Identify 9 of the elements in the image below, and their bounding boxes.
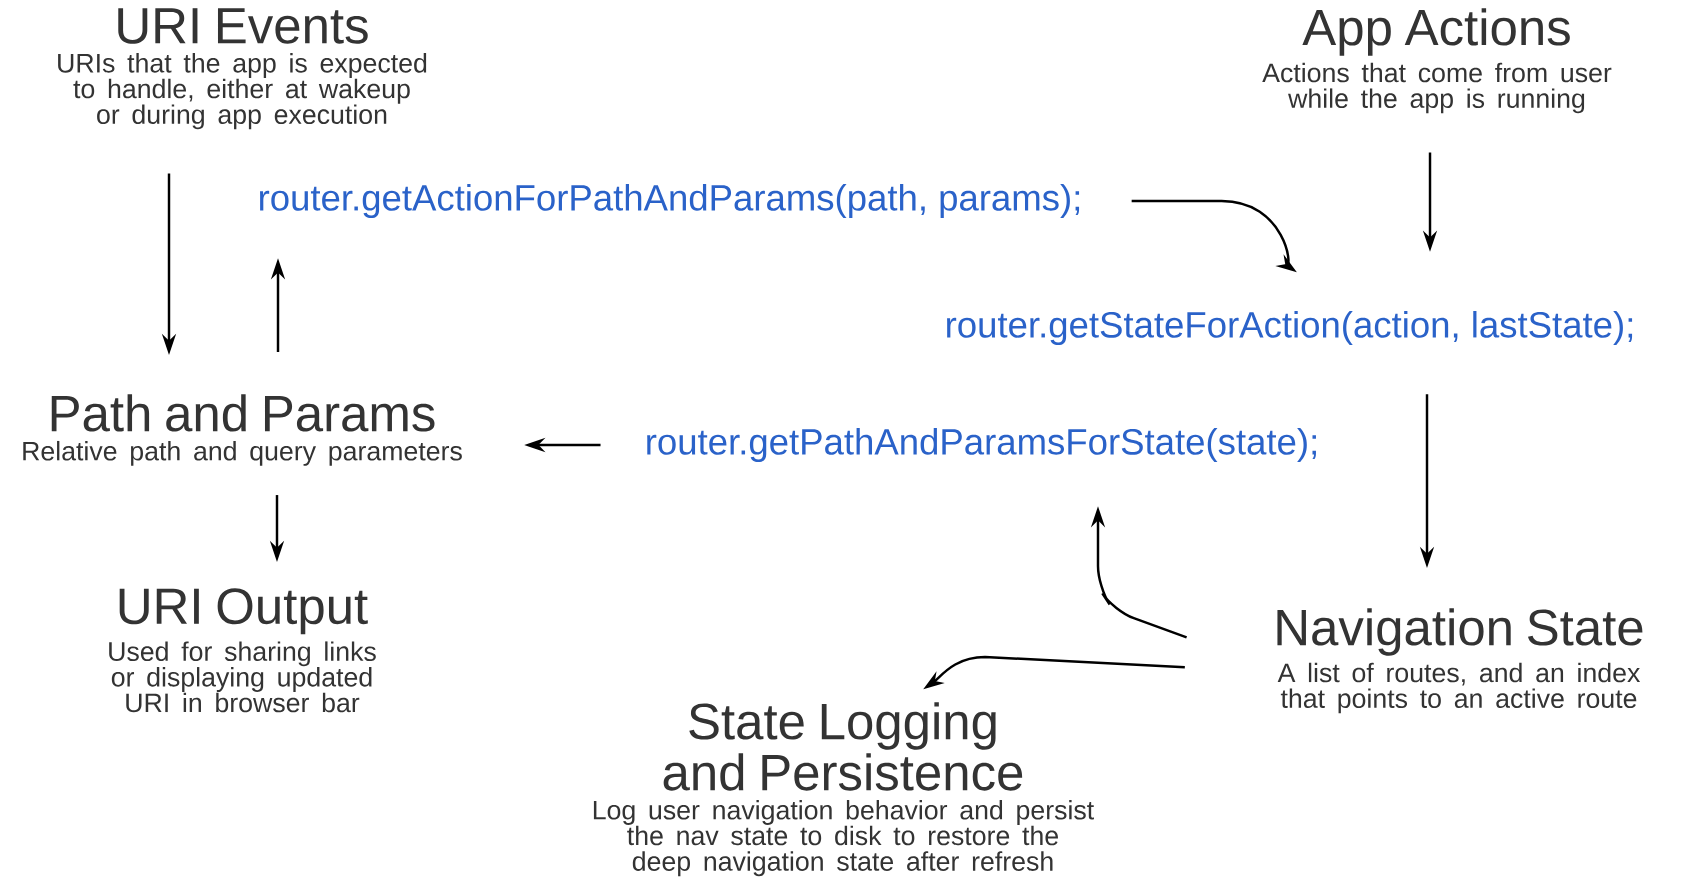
heading-with-description: App Actions Actions that come from user while the app is running <box>1262 8 1612 114</box>
code-label: router.getStateForAction(action, lastState); <box>947 310 1633 346</box>
heading-with-description: Navigation State A list of routes, and an index that points to an active route <box>1277 608 1643 714</box>
code-label: router.getActionForPathAndParams(path, params); <box>260 183 1080 219</box>
heading-with-description: Path and Params Relative path and query parameters <box>23 394 462 466</box>
code-label: router.getPathAndParamsForState(state); <box>647 427 1316 463</box>
heading-with-description: URI Output Used for sharing links or displaying updated URI in browser bar <box>109 588 376 713</box>
heading-with-description: URI Events URIs that the app is expected to handle, either at wakeup or during app execution <box>58 8 427 130</box>
heading-with-description: State Logging and Persistence Log user navigation behavior and persist the nav state to disk to restore the deep navigation state after refresh <box>593 702 1094 877</box>
